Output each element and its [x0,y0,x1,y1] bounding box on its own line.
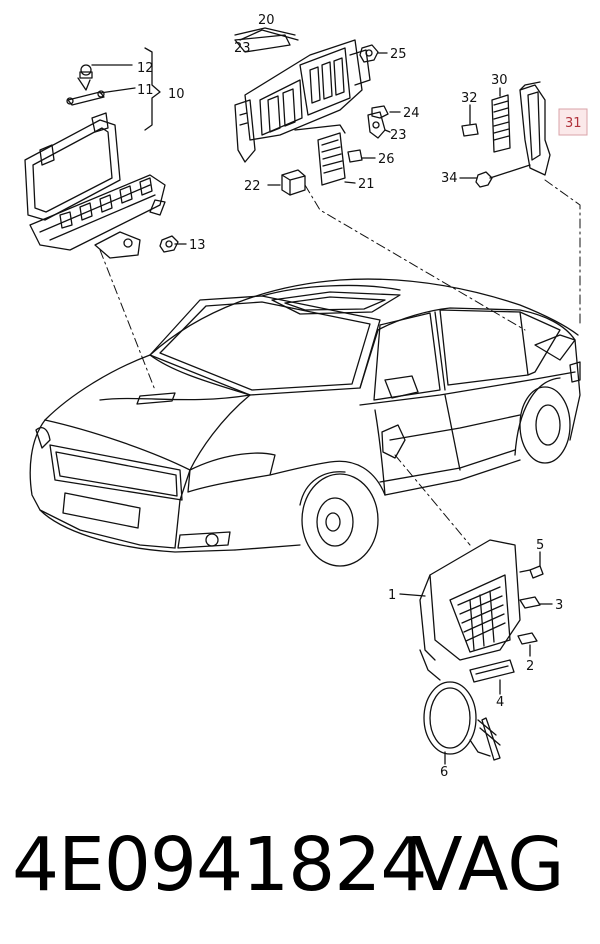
callout-25: 25 [390,47,407,62]
callout-22: 22 [244,179,261,194]
callout-3: 3 [555,598,563,613]
connector-lines [99,179,581,546]
callout-12: 12 [137,61,154,76]
callout-11: 11 [137,83,154,98]
parts-diagram: 12 11 10 13 20 23 25 24 23 26 22 21 30 3… [24,13,588,780]
relay-housing-10 [24,47,187,259]
car-illustration [29,278,581,567]
control-module-1 [399,539,553,765]
callout-1: 1 [388,588,396,603]
highlight-box-31 [558,108,588,136]
relay-bracket-31 [459,81,551,188]
callout-23-right: 23 [390,128,407,143]
part-number-text: 4E0941824 [12,822,427,908]
callout-31: 31 [565,116,582,131]
callout-23-top: 23 [234,41,251,56]
fuse-carrier-20 [234,27,401,196]
callout-21: 21 [358,177,375,192]
callout-5: 5 [536,538,544,553]
callout-20: 20 [258,13,275,28]
callout-26: 26 [378,152,395,167]
callout-32: 32 [461,91,478,106]
brand-text: VAG [412,822,565,908]
callout-34: 34 [441,171,458,186]
callout-10: 10 [168,87,185,102]
callout-24: 24 [403,106,420,121]
callout-30: 30 [491,73,508,88]
callout-6: 6 [440,765,448,780]
callout-2: 2 [526,659,534,674]
callout-13: 13 [189,238,206,253]
callout-4: 4 [496,695,504,710]
callout-labels: 12 11 10 13 20 23 25 24 23 26 22 21 30 3… [137,13,582,780]
